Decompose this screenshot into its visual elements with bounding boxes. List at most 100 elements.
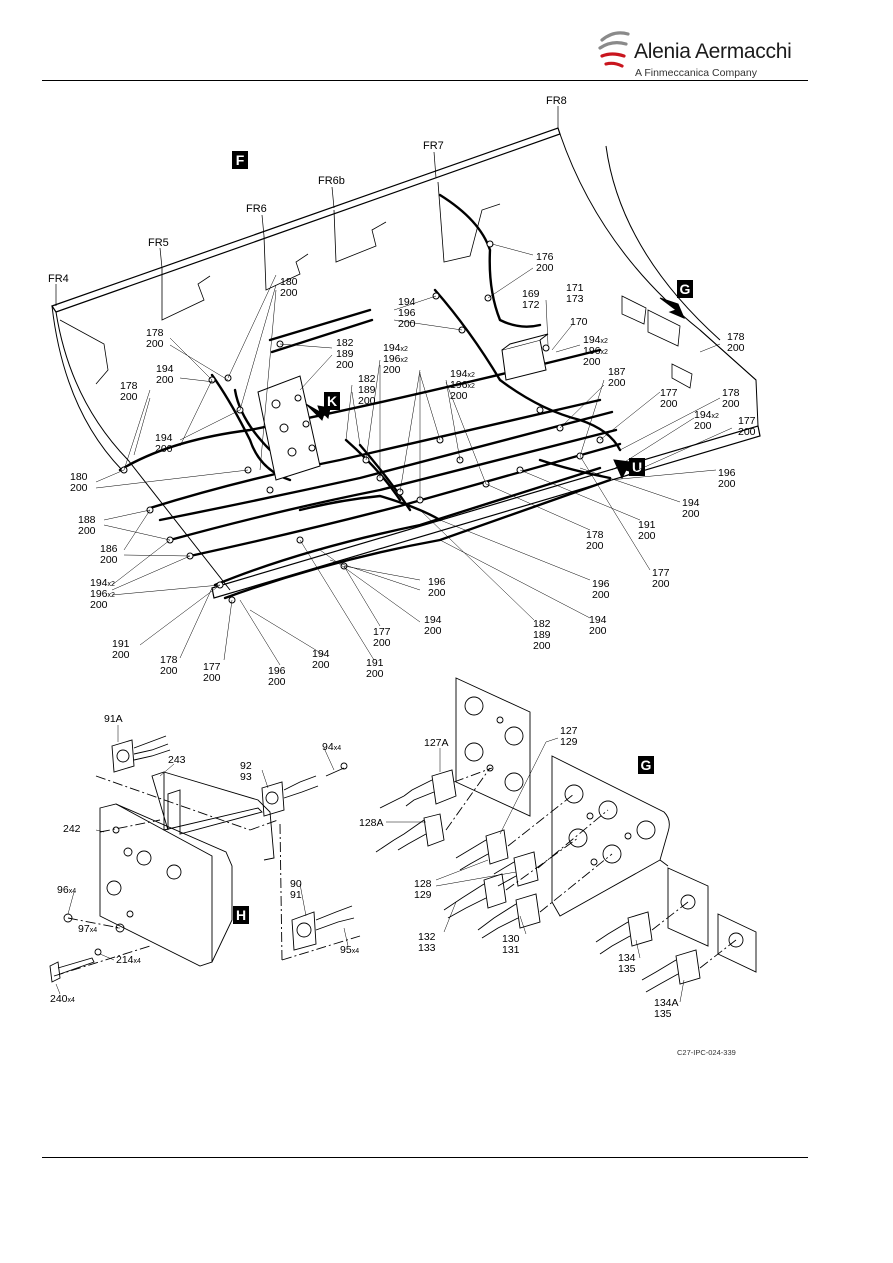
svg-text:135: 135 — [654, 1008, 672, 1020]
svg-text:93: 93 — [240, 771, 252, 783]
part-label: 240x4 — [50, 993, 75, 1005]
svg-text:196x2: 196x2 — [383, 353, 408, 365]
view-label-U: U — [629, 458, 645, 476]
svg-text:200: 200 — [312, 659, 330, 671]
svg-text:178: 178 — [586, 529, 604, 541]
svg-text:178: 178 — [160, 654, 178, 666]
svg-text:200: 200 — [583, 356, 601, 368]
svg-text:200: 200 — [428, 587, 446, 599]
svg-text:200: 200 — [155, 443, 173, 455]
frame-label: FR8 — [546, 95, 567, 107]
part-label: 214x4 — [116, 954, 141, 966]
svg-text:172: 172 — [522, 299, 540, 311]
svg-text:200: 200 — [280, 287, 298, 299]
svg-text:129: 129 — [560, 736, 578, 748]
callout: 194x2 196x2 200 — [383, 342, 408, 376]
frame-label: FR6b — [318, 175, 345, 187]
part-label: 243 — [168, 754, 186, 766]
svg-text:169: 169 — [522, 288, 540, 300]
svg-text:200: 200 — [694, 420, 712, 432]
svg-text:178: 178 — [727, 331, 745, 343]
svg-text:200: 200 — [398, 318, 416, 330]
svg-text:91: 91 — [290, 889, 302, 901]
frame-label: FR5 — [148, 237, 169, 249]
svg-text:G: G — [680, 281, 691, 297]
svg-text:182: 182 — [336, 337, 354, 349]
svg-text:194: 194 — [424, 614, 442, 626]
footer-rule — [42, 1157, 808, 1158]
svg-text:196x2: 196x2 — [583, 345, 608, 357]
view-label-G-arrow: G — [677, 280, 693, 298]
svg-text:G: G — [641, 757, 652, 773]
svg-text:196: 196 — [398, 307, 416, 319]
svg-text:90: 90 — [290, 878, 302, 890]
svg-text:182: 182 — [533, 618, 551, 630]
svg-text:200: 200 — [652, 578, 670, 590]
svg-text:191: 191 — [112, 638, 130, 650]
svg-text:200: 200 — [608, 377, 626, 389]
svg-text:200: 200 — [366, 668, 384, 680]
svg-text:177: 177 — [660, 387, 678, 399]
svg-text:200: 200 — [120, 391, 138, 403]
svg-text:180: 180 — [280, 276, 298, 288]
svg-text:200: 200 — [203, 672, 221, 684]
svg-text:130: 130 — [502, 933, 520, 945]
svg-text:173: 173 — [566, 293, 584, 305]
svg-text:194: 194 — [155, 432, 173, 444]
svg-text:200: 200 — [718, 478, 736, 490]
svg-text:196: 196 — [428, 576, 446, 588]
svg-text:191: 191 — [638, 519, 656, 531]
view-label-F: F — [232, 151, 248, 169]
svg-text:135: 135 — [618, 963, 636, 975]
company-subtitle: A Finmeccanica Company — [635, 67, 757, 79]
svg-text:196x2: 196x2 — [90, 588, 115, 600]
floor-structure — [51, 127, 761, 599]
svg-text:200: 200 — [146, 338, 164, 350]
svg-text:200: 200 — [682, 508, 700, 520]
svg-text:177: 177 — [738, 415, 756, 427]
detail-H-drawing — [49, 735, 361, 983]
svg-text:200: 200 — [160, 665, 178, 677]
view-label-H: H — [233, 906, 249, 924]
part-label: 96x4 — [57, 884, 76, 896]
svg-text:194: 194 — [156, 363, 174, 375]
svg-text:194x2: 194x2 — [90, 577, 115, 589]
svg-text:131: 131 — [502, 944, 520, 956]
svg-text:F: F — [236, 152, 245, 168]
svg-text:196: 196 — [592, 578, 610, 590]
svg-text:180: 180 — [70, 471, 88, 483]
callout: 194x2 200 — [694, 409, 719, 432]
svg-text:200: 200 — [358, 395, 376, 407]
svg-text:178: 178 — [722, 387, 740, 399]
svg-text:200: 200 — [638, 530, 656, 542]
figure-id: C27-IPC-024-339 — [677, 1048, 736, 1057]
svg-text:200: 200 — [536, 262, 554, 274]
